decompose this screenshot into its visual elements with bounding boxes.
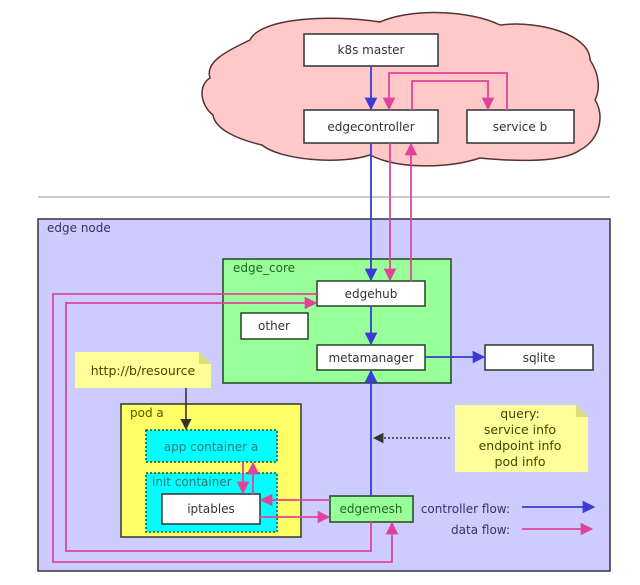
resource-note-text: http://b/resource [91, 363, 196, 378]
service-b-box[interactable]: service b [466, 109, 575, 144]
pod-a-title: pod a [130, 406, 164, 420]
legend-data-flow-label: data flow: [451, 523, 510, 537]
arrow-edgecontroller-to-serviceb [411, 80, 495, 111]
legend: controller flow: data flow: [421, 500, 596, 537]
query-note-line-1: query: [500, 406, 539, 421]
sqlite-box[interactable]: sqlite [484, 344, 594, 371]
k8s-master-label: k8s master [338, 43, 405, 57]
resource-note: http://b/resource [75, 352, 211, 388]
app-container-label: app container a [164, 440, 258, 454]
service-b-label: service b [493, 120, 547, 134]
app-container-box[interactable]: app container a [145, 429, 278, 463]
edge-core-title: edge_core [233, 261, 295, 275]
iptables-box[interactable]: iptables [161, 493, 261, 525]
query-note-line-4: pod info [495, 454, 546, 469]
init-container-label: init container [152, 475, 232, 489]
edgecontroller-label: edgecontroller [327, 120, 414, 134]
query-note: query: service info endpoint info pod in… [455, 405, 588, 472]
other-label: other [258, 319, 290, 333]
iptables-label: iptables [187, 502, 235, 516]
k8s-master-box[interactable]: k8s master [303, 33, 439, 67]
query-note-line-2: service info [484, 422, 556, 437]
other-box[interactable]: other [240, 312, 309, 340]
arrow-serviceb-to-edgecontroller [382, 72, 508, 111]
arrow-edgemesh-to-edgehub-inner [65, 296, 372, 552]
edgecontroller-box[interactable]: edgecontroller [303, 109, 439, 144]
edgemesh-label: edgemesh [340, 502, 403, 516]
edge-node-title: edge node [47, 221, 111, 235]
query-note-line-3: endpoint info [479, 438, 562, 453]
edgehub-box[interactable]: edgehub [316, 280, 426, 307]
edgehub-label: edgehub [345, 287, 398, 301]
arrow-edgehub-to-edgemesh-outer [52, 293, 399, 563]
legend-controller-flow-label: controller flow: [421, 502, 510, 516]
metamanager-label: metamanager [328, 351, 413, 365]
sqlite-label: sqlite [523, 351, 556, 365]
metamanager-box[interactable]: metamanager [316, 344, 426, 371]
edgemesh-box[interactable]: edgemesh [329, 495, 414, 523]
